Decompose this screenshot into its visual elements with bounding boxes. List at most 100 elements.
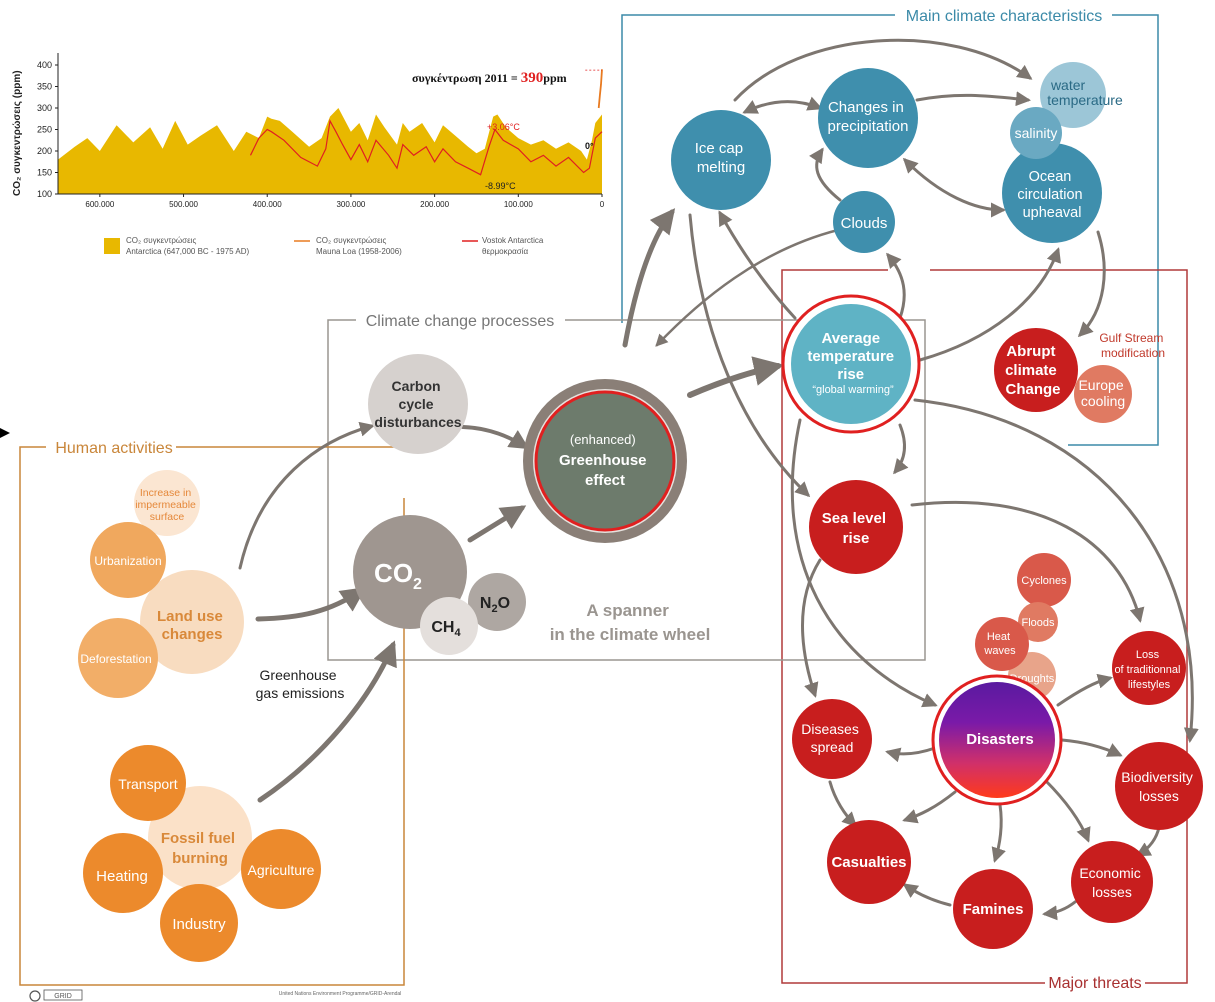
svg-text:Greenhouse gas emissions: Greenhouse gas emissions — [256, 667, 345, 701]
svg-text:water temperature: water temperature — [1047, 77, 1123, 108]
chart-annotation: συγκέντρωση 2011 = 390ppm — [412, 70, 567, 86]
famines-label: Famines — [963, 901, 1024, 918]
arrow-clouds-to-processes — [655, 228, 840, 347]
node-ch4 — [420, 597, 478, 655]
icecap-line2: melting — [697, 159, 745, 176]
svg-text:Heat waves: Heat waves — [983, 631, 1016, 657]
europe-line2: cooling — [1081, 393, 1125, 409]
co2-sub: 2 — [413, 576, 422, 593]
arrow-ocean-to-abrupt — [1077, 230, 1106, 338]
y-tick-label: 300 — [37, 103, 52, 113]
section-label-climate-characteristics: Main climate characteristics — [906, 8, 1103, 25]
node-n2o — [468, 573, 526, 631]
disasters-label: Disasters — [966, 731, 1034, 748]
industry-label: Industry — [172, 916, 226, 933]
node-fossil-bg — [148, 786, 252, 890]
land-use-line2: changes — [162, 626, 223, 643]
node-ice-cap — [671, 110, 771, 210]
node-salinity — [1010, 107, 1062, 159]
arrow-disasters-to-casualties — [902, 790, 957, 824]
x-tick-label: 0 — [600, 200, 605, 209]
node-europe-cooling — [1074, 365, 1132, 423]
arrow-icecap-top — [733, 38, 1033, 102]
node-floods — [1018, 602, 1058, 642]
svg-text:Carbon cycle distu: Carbon cycle disturbances — [374, 378, 461, 430]
arrow-precip-ocean — [915, 91, 1031, 107]
arrow-temp-to-clouds — [886, 252, 906, 320]
svg-text:Land use changes: Land use changes — [157, 608, 227, 643]
loss-line1: Loss — [1136, 649, 1160, 661]
urbanization-label: Urbanization — [94, 554, 161, 568]
legend-swatch-antarctica — [104, 238, 120, 254]
ch4-main: CH — [431, 619, 454, 636]
chart-temp-high: +3.06°C — [487, 122, 520, 132]
node-loss-lifestyles — [1112, 631, 1186, 705]
node-agriculture — [241, 829, 321, 909]
arrow-temp-to-icecap — [718, 210, 797, 320]
arrow-temp-to-disasters — [790, 418, 938, 708]
arrow-urban-to-carbon — [238, 421, 375, 570]
arrow-diseases-to-casualties — [828, 780, 858, 828]
spanner-line1: A spanner — [586, 601, 669, 620]
x-tick-label: 400.000 — [253, 200, 282, 209]
casualties-label: Casualties — [831, 854, 906, 871]
carbon-line3: disturbances — [374, 414, 461, 430]
annotation-value: 390 — [521, 70, 544, 86]
co2-label: CO2 — [374, 558, 422, 593]
svg-text:(enhanced) Greenhouse: (enhanced) Greenhouse effect — [559, 431, 651, 489]
arrow-disasters-to-loss — [1056, 673, 1113, 707]
footer-credit: United Nations Environment Programme/GRI… — [279, 991, 402, 997]
biodiv-line2: losses — [1139, 788, 1179, 804]
europe-line1: Europe — [1078, 377, 1123, 393]
cyclones-label: Cyclones — [1021, 575, 1067, 587]
arrow-temp-to-sealevel — [893, 423, 909, 475]
diseases-line2: spread — [811, 739, 854, 755]
node-ocean-circulation — [1002, 143, 1102, 243]
fossil-line1: Fossil fuel — [161, 830, 235, 847]
arrow-co2-to-greenhouse — [467, 505, 527, 543]
arrow-temp-to-biodiversity — [913, 398, 1199, 743]
salinity-label: salinity — [1015, 125, 1058, 141]
svg-text:Fossil fuel burning: Fossil fuel burning — [161, 830, 239, 867]
precip-line2: precipitation — [828, 118, 909, 135]
node-urbanization — [90, 522, 166, 598]
svg-text:Abrupt climate Cha: Abrupt climate Change — [1005, 343, 1061, 398]
human-activities-frame — [19, 446, 405, 986]
gulf-line1: Gulf Stream — [1099, 331, 1163, 345]
svg-text:Gulf Stream modification: Gulf Stream modification — [1099, 331, 1166, 360]
deforestation-label: Deforestation — [80, 652, 151, 666]
arrow-sealevel-to-diseases — [801, 558, 822, 698]
watertemp-line1: water — [1050, 77, 1086, 93]
climate-characteristics-group: Ice cap melting Changes in precipitation… — [671, 62, 1123, 253]
x-tick-label: 300.000 — [336, 200, 365, 209]
arrow-famines-to-casualties — [902, 883, 952, 907]
y-tick-label: 250 — [37, 125, 52, 135]
chart-y-label: CO₂ συγκεντρώσεις (ppm) — [12, 70, 23, 196]
svg-text:Vostok Antarctica θερμ: Vostok Antarctica θερμοκρασία — [482, 236, 546, 256]
arrow-greenhouse-to-temp — [687, 356, 784, 398]
abrupt-line3: Change — [1005, 381, 1060, 398]
node-greenhouse — [534, 390, 676, 532]
y-tick-label: 150 — [37, 168, 52, 178]
chart-legend: CO₂ συγκεντρώσεις Antarctica (647,000 BC… — [104, 236, 546, 256]
node-abrupt — [994, 328, 1078, 412]
land-use-line1: Land use — [157, 608, 223, 625]
ghg-emissions-line2: gas emissions — [256, 685, 345, 701]
ch4-label: CH4 — [431, 619, 461, 639]
svg-text:CO₂ συγκεντρώσεις Anta: CO₂ συγκεντρώσεις Antarctica (647,000 BC… — [126, 236, 250, 256]
node-casualties — [827, 820, 911, 904]
avgtemp-line2: temperature — [807, 348, 894, 365]
legend-maunaloa-sub: Mauna Loa (1958-2006) — [316, 247, 402, 256]
node-sea-level — [809, 480, 903, 574]
clouds-label: Clouds — [841, 215, 888, 232]
arrow-disasters-to-diseases — [885, 746, 937, 763]
chart-zero-marker: 0° — [585, 141, 594, 151]
impermeable-line3: surface — [150, 511, 185, 523]
ch4-sub: 4 — [454, 627, 461, 639]
impermeable-line2: impermeable — [135, 499, 196, 511]
ghg-emissions-line1: Greenhouse — [260, 667, 337, 683]
svg-text:Economic losses: Economic losses — [1079, 865, 1144, 900]
climate-characteristics-frame — [621, 14, 1159, 446]
spanner-line2: in the climate wheel — [550, 625, 711, 644]
